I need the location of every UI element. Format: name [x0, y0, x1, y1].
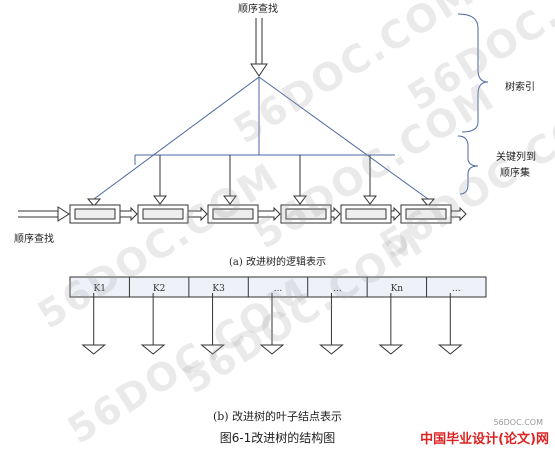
top-input-label: 顺序查找 [238, 4, 278, 15]
caption-a: (a) 改进树的逻辑表示 [229, 257, 326, 268]
child-subtree-marker [319, 344, 344, 355]
child-subtree-marker [437, 344, 463, 355]
brand-site: 56DOC.COM [493, 418, 543, 427]
leaf-cell-label: ... [452, 284, 461, 294]
child-subtree-marker [259, 344, 285, 355]
child-subtree-marker [140, 344, 166, 355]
tree-index-brace [457, 13, 489, 133]
leaf-node-row: K1 K2 K3...... Kn... [69, 276, 487, 355]
leaf-chain [69, 204, 467, 224]
leaf-cell-label: K3 [212, 284, 225, 294]
top-input-arrow [250, 18, 268, 77]
leaf-cell-label: K2 [153, 284, 165, 294]
left-input-label: 顺序查找 [14, 234, 54, 245]
brand-name: 中国毕业设计(论文)网 [420, 432, 549, 447]
child-subtree-marker [200, 344, 225, 355]
child-subtree-marker [378, 344, 404, 355]
sequence-set-brace [457, 135, 479, 195]
child-subtree-marker [81, 344, 107, 355]
sequence-set-label-line2: 顺序集 [500, 168, 530, 179]
left-input-arrow [18, 206, 70, 222]
leaf-cell-label: ... [274, 284, 283, 294]
leaf-cell-label: ... [333, 284, 342, 294]
caption-b: (b) 改进树的叶子结点表示 [212, 410, 343, 423]
tree-index-label: 树索引 [505, 82, 535, 93]
leaf-pointers [86, 155, 436, 207]
leaf-node-frame [69, 276, 487, 298]
leaf-cell-label: K1 [93, 284, 105, 294]
figure-title: 图6-1改进树的结构图 [219, 431, 336, 445]
tree-index-lines [93, 76, 429, 200]
sequence-set-label-line1: 关键列到 [496, 152, 536, 163]
leaf-cell-label: Kn [391, 284, 404, 294]
